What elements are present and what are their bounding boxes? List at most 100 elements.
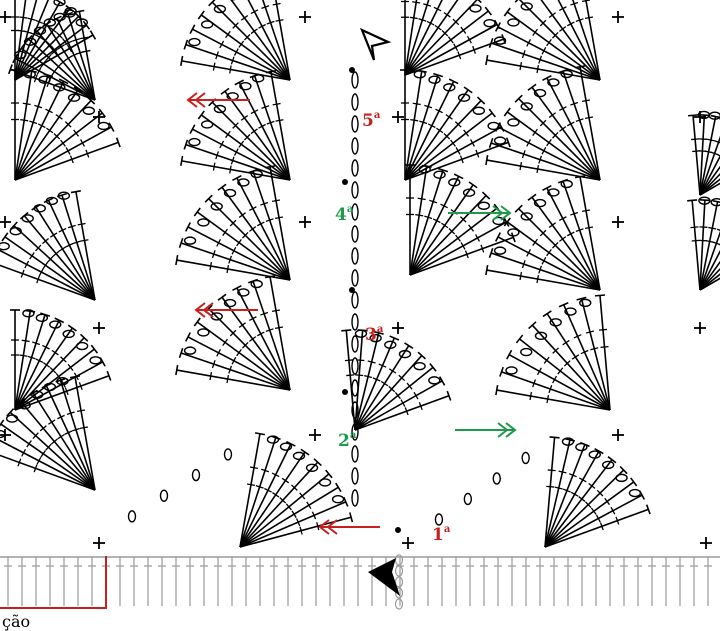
double-crochet — [253, 75, 291, 181]
start-arrow-icon — [368, 558, 400, 596]
stitch-bar — [610, 506, 616, 515]
stitch-cap — [446, 390, 452, 401]
double-crochet — [497, 126, 601, 181]
stitch-bar — [427, 123, 436, 129]
stitch-cap — [438, 376, 446, 386]
double-crochet — [699, 135, 720, 196]
chain-stitch — [213, 4, 227, 14]
stitch-cap — [341, 329, 352, 332]
stitch-bar — [539, 19, 547, 27]
chain-stitch — [601, 460, 615, 470]
stitch-bar — [423, 3, 432, 7]
stitch-bar — [463, 129, 470, 137]
stitch-cap — [484, 6, 492, 16]
double-crochet — [546, 313, 611, 411]
double-crochet — [14, 348, 95, 411]
stitch-cap — [429, 363, 437, 372]
turning-chain — [351, 203, 359, 221]
double-crochet — [544, 459, 613, 548]
stitch-bar — [72, 240, 81, 245]
stitch-bar — [599, 522, 604, 531]
chain-stitch — [708, 111, 720, 120]
stitch-bar — [536, 64, 540, 74]
stitch-cap — [220, 87, 230, 95]
double-crochet — [45, 385, 96, 491]
stitch-bar — [32, 341, 41, 346]
double-crochet — [224, 90, 291, 181]
double-crochet — [497, 236, 601, 291]
stitch-cap — [325, 469, 333, 479]
double-crochet — [409, 184, 474, 276]
fan — [10, 69, 121, 181]
double-crochet — [486, 269, 601, 291]
stitch-bar — [526, 248, 532, 257]
row-direction-arrows — [186, 92, 517, 535]
side-chain — [521, 451, 530, 465]
stitch-bar — [388, 385, 396, 393]
stitch-cap — [607, 456, 617, 464]
chain-stitch — [564, 307, 577, 316]
stitch-bar — [551, 31, 559, 39]
chain-stitch — [49, 320, 62, 329]
stitch-cap — [189, 124, 196, 135]
stitch-bar — [598, 328, 608, 331]
turning-chain — [351, 181, 359, 199]
stitch-bar — [291, 510, 297, 518]
fan — [687, 110, 720, 196]
double-crochet — [544, 444, 586, 548]
stitch-bar — [238, 212, 247, 218]
chain-stitch — [305, 463, 319, 473]
double-crochet — [490, 142, 601, 181]
stitch-bar — [32, 432, 39, 440]
stitch-bar — [212, 162, 216, 171]
double-crochet — [354, 395, 450, 431]
row-number: 5a — [362, 110, 381, 131]
stitch-bar — [536, 164, 540, 174]
double-crochet — [544, 494, 643, 548]
double-crochet — [221, 296, 291, 391]
stitch-bar — [378, 363, 387, 368]
double-crochet — [409, 169, 444, 276]
double-crochet — [14, 0, 50, 81]
stitch-bar — [219, 140, 225, 149]
fan — [687, 196, 720, 291]
double-crochet — [14, 0, 27, 81]
chain-stitch — [213, 104, 227, 114]
stitch-bar — [581, 209, 591, 213]
row-arrow-head — [186, 92, 198, 108]
chain-stitch — [428, 75, 441, 84]
chain-stitch — [398, 349, 412, 359]
stitch-cap — [313, 458, 322, 467]
stitch-bar — [415, 213, 424, 217]
stitch-bar — [250, 109, 259, 115]
slip-stitch — [349, 287, 355, 293]
chain-stitch — [237, 288, 250, 297]
double-crochet — [185, 143, 291, 181]
stitch-bar — [248, 206, 257, 212]
double-crochet — [404, 0, 443, 76]
chain-stitch — [22, 309, 35, 318]
stitch-bar — [33, 464, 38, 473]
stitch-bar — [529, 391, 533, 401]
stitch-bar — [543, 356, 550, 364]
stitch-cap — [448, 78, 459, 85]
double-crochet — [0, 439, 96, 491]
stitch-marks — [0, 11, 712, 549]
stitch-bar — [49, 27, 57, 33]
stitch-cap — [503, 217, 511, 227]
stitch-bar — [272, 2, 281, 6]
double-crochet — [404, 0, 459, 76]
stitch-bar — [558, 470, 567, 474]
double-crochet — [14, 311, 32, 411]
stitch-bar — [433, 6, 442, 12]
stitch-bar — [558, 126, 567, 132]
stitch-bar — [77, 222, 86, 226]
stitch-bar — [229, 65, 232, 74]
double-crochet — [531, 196, 601, 291]
stitch-bar — [62, 38, 68, 46]
stitch-bar — [453, 43, 459, 52]
stitch-bar — [539, 119, 547, 127]
stitch-bar — [418, 402, 423, 411]
stitch-bar — [39, 425, 47, 432]
stitch-bar — [452, 18, 460, 26]
